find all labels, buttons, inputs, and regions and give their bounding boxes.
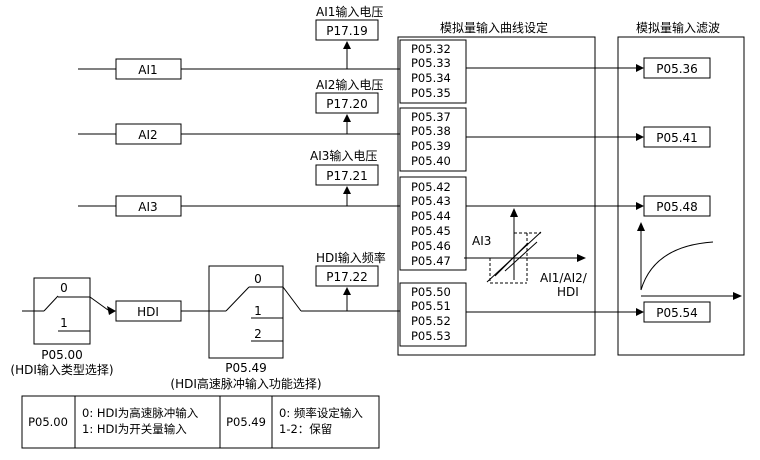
hdi-curve-group-box: [399, 282, 467, 347]
switch2-pos1: 1: [254, 304, 262, 318]
hdi-curve-param: P05.51: [411, 299, 451, 313]
switch2-pos0: 0: [254, 272, 262, 286]
switch1-param: P05.00: [41, 348, 83, 362]
ai2-voltage-label: AI2输入电压: [316, 77, 383, 92]
ai2-curve-param: P05.37: [411, 110, 451, 124]
parameter-table: [21, 395, 380, 449]
ai2-monitor-param: P17.20: [326, 97, 368, 111]
ai1-curve-group-box: [399, 39, 467, 104]
ai3-curve-group-box: [399, 176, 467, 271]
table-p1-line2: 1: HDI为开关量输入: [82, 422, 187, 436]
switch2-pos2: 2: [254, 327, 262, 341]
ai1-input-label: AI1: [138, 63, 157, 77]
switch2-desc: (HDI高速脉冲输入功能选择): [170, 376, 321, 391]
hdi-monitor-param: P17.22: [326, 270, 368, 284]
ai1-curve-param: P05.35: [411, 86, 451, 100]
filter-title: 模拟量输入滤波: [636, 20, 720, 35]
switch1-pos1: 1: [60, 316, 68, 330]
ai2-curve-param: P05.40: [411, 154, 451, 168]
ai3-curve-param: P05.43: [411, 194, 451, 208]
ai3-filter-param: P05.48: [656, 200, 698, 214]
ai3-monitor-box: [315, 164, 379, 186]
ai2-curve-param: P05.38: [411, 124, 451, 138]
ai1-voltage-label: AI1输入电压: [316, 4, 383, 19]
table-p2-param: P05.49: [226, 415, 266, 429]
ai3-curve-param: P05.45: [411, 224, 451, 238]
hdi-monitor-box: [315, 265, 379, 287]
ai3-curve-param: P05.42: [411, 180, 451, 194]
filter-response-icon: [637, 222, 742, 300]
ai3-curve-param: P05.46: [411, 239, 451, 253]
curve-setting-title: 模拟量输入曲线设定: [440, 20, 548, 35]
ai2-curve-param: P05.39: [411, 139, 451, 153]
table-p2-line1: 0: 频率设定输入: [279, 406, 363, 420]
ai1-curve-param: P05.33: [411, 56, 451, 70]
ai1-monitor-box: [315, 19, 379, 41]
table-p1-line1: 0: HDI为高速脉冲输入: [82, 406, 199, 420]
hdi-curve-param: P05.52: [411, 314, 451, 328]
ai3-input-label: AI3: [138, 200, 157, 214]
ai1-curve-param: P05.34: [411, 71, 451, 85]
graph-axis-label-1: AI1/AI2/: [540, 271, 588, 285]
switch2-param: P05.49: [225, 361, 267, 375]
table-p1-param: P05.00: [28, 415, 68, 429]
hdi-function-switch-box: [208, 265, 284, 359]
ai3-curve-param: P05.47: [411, 254, 451, 268]
ai2-curve-group-box: [399, 107, 467, 172]
hdi-input-label: HDI: [137, 305, 159, 319]
switch1-desc: (HDI输入类型选择): [10, 362, 113, 377]
ai3-monitor-param: P17.21: [326, 169, 368, 183]
hdi-frequency-label: HDI输入频率: [316, 250, 386, 265]
ai1-curve-param: P05.32: [411, 42, 451, 56]
graph-axis-label-2: HDI: [557, 285, 579, 299]
graph-ai3-label: AI3: [472, 234, 491, 248]
signal-lines: [22, 49, 636, 313]
ai2-monitor-box: [315, 92, 379, 114]
arrowheads: [107, 41, 644, 316]
ai2-input-label: AI2: [138, 128, 157, 142]
table-p2-line2: 1-2：保留: [279, 422, 332, 436]
hdi-curve-param: P05.50: [411, 285, 451, 299]
hdi-function-switch-icon: [209, 286, 283, 342]
ai1-monitor-param: P17.19: [326, 24, 368, 38]
switch1-pos0: 0: [60, 281, 68, 295]
hdi-filter-param: P05.54: [656, 306, 698, 320]
ai3-voltage-label: AI3输入电压: [310, 148, 377, 163]
hdi-curve-param: P05.53: [411, 329, 451, 343]
ai2-filter-param: P05.41: [656, 131, 698, 145]
ai3-curve-param: P05.44: [411, 209, 451, 223]
ai1-filter-param: P05.36: [656, 62, 698, 76]
hdi-type-switch-icon: [34, 295, 90, 332]
curve-graph-icon: [464, 208, 586, 284]
